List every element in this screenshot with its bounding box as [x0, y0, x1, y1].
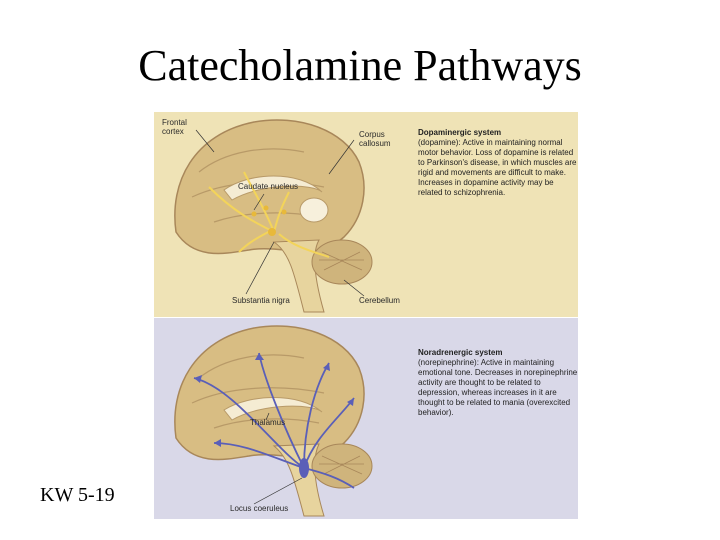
dopaminergic-description: (dopamine): Active in maintaining normal… — [418, 138, 577, 197]
noradrenergic-heading: Noradrenergic system — [418, 348, 503, 357]
slide-footer-code: KW 5-19 — [40, 484, 115, 506]
noradrenergic-description: (norepinephrine): Active in maintaining … — [418, 358, 578, 417]
label-substantia-nigra: Substantia nigra — [232, 296, 290, 305]
label-corpus-callosum: Corpus callosum — [359, 130, 391, 148]
label-cerebellum: Cerebellum — [359, 296, 400, 305]
dopaminergic-panel: Frontal cortex Corpus callosum Caudate n… — [154, 112, 578, 317]
cerebrum-shape — [174, 325, 365, 461]
label-thalamus: Thalamus — [250, 418, 286, 427]
dopaminergic-brain-illustration — [174, 119, 373, 313]
brain-figure: Frontal cortex Corpus callosum Caudate n… — [154, 112, 578, 519]
brainstem-shape — [272, 239, 325, 313]
label-caudate-nucleus: Caudate nucleus — [238, 182, 299, 191]
cerebellum-shape — [311, 239, 373, 285]
label-frontal-cortex: Frontal cortex — [162, 118, 187, 136]
noradrenergic-description-block: Noradrenergic system (norepinephrine): A… — [418, 348, 578, 418]
dopaminergic-description-block: Dopaminergic system (dopamine): Active i… — [418, 128, 578, 198]
cerebellum-shape — [311, 443, 373, 489]
noradrenergic-panel: Thalamus Locus coeruleus Noradrenergic s… — [154, 318, 578, 519]
slide-title: Catecholamine Pathways — [138, 41, 582, 90]
label-locus-coeruleus: Locus coeruleus — [230, 504, 289, 513]
noradrenergic-brain-illustration — [174, 325, 373, 517]
dopamine-pathways — [208, 171, 330, 258]
dopaminergic-heading: Dopaminergic system — [418, 128, 502, 137]
